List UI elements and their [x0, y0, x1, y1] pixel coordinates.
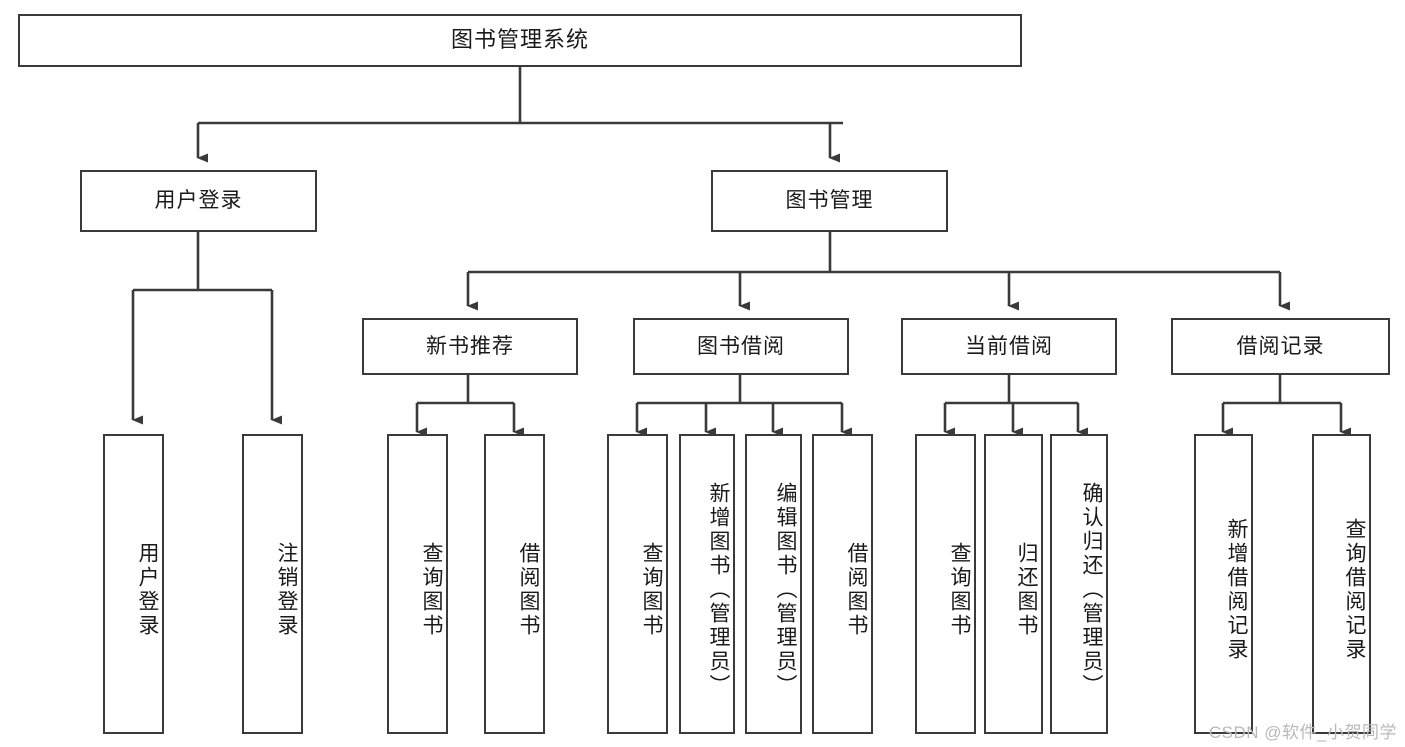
node-label: 新书推荐: [426, 334, 514, 358]
node-label: 查询图书: [948, 542, 971, 638]
leaf-book-borrow-add-book-admin[interactable]: 新增图书（管理员）: [679, 434, 735, 734]
node-label: 确认归还（管理员）: [1080, 482, 1103, 698]
leaf-borrow-record-add-record[interactable]: 新增借阅记录: [1194, 434, 1253, 734]
node-label: 用户登录: [154, 189, 243, 213]
node-label: 查询图书: [640, 542, 663, 638]
node-label: 借阅图书: [517, 542, 540, 638]
node-label: 新增借阅记录: [1225, 518, 1248, 662]
node-label: 当前借阅: [965, 334, 1053, 358]
leaf-current-borrow-return-book[interactable]: 归还图书: [984, 434, 1043, 734]
node-label: 图书管理: [785, 189, 874, 213]
node-label: 新增图书（管理员）: [707, 482, 730, 698]
leaf-current-borrow-query-book[interactable]: 查询图书: [915, 434, 976, 734]
node-label: 借阅图书: [845, 542, 868, 638]
node-user-login[interactable]: 用户登录: [80, 170, 317, 232]
node-borrow-record[interactable]: 借阅记录: [1171, 318, 1390, 375]
node-label: 归还图书: [1015, 542, 1038, 638]
node-label: 用户登录: [136, 542, 159, 638]
node-current-borrow[interactable]: 当前借阅: [901, 318, 1117, 375]
node-book-management[interactable]: 图书管理: [711, 170, 948, 232]
node-label: 借阅记录: [1236, 334, 1325, 358]
leaf-user-login-login[interactable]: 用户登录: [103, 434, 164, 734]
node-label: 图书管理系统: [450, 27, 589, 53]
leaf-book-borrow-borrow-book[interactable]: 借阅图书: [812, 434, 873, 734]
leaf-book-borrow-query-book[interactable]: 查询图书: [607, 434, 668, 734]
leaf-current-borrow-confirm-return-admin[interactable]: 确认归还（管理员）: [1050, 434, 1108, 734]
node-root-book-management-system[interactable]: 图书管理系统: [18, 14, 1022, 67]
leaf-user-login-logout[interactable]: 注销登录: [242, 434, 303, 734]
node-label: 查询图书: [420, 542, 443, 638]
csdn-watermark: CSDN @软件_小贺同学: [1208, 723, 1397, 742]
node-label: 注销登录: [275, 542, 298, 638]
leaf-new-book-borrow-book[interactable]: 借阅图书: [484, 434, 545, 734]
node-book-borrow[interactable]: 图书借阅: [633, 318, 849, 375]
node-label: 编辑图书（管理员）: [774, 482, 797, 698]
node-label: 查询借阅记录: [1343, 518, 1366, 662]
node-new-book-recommend[interactable]: 新书推荐: [362, 318, 578, 375]
leaf-book-borrow-edit-book-admin[interactable]: 编辑图书（管理员）: [745, 434, 802, 734]
node-label: 图书借阅: [697, 334, 785, 358]
leaf-borrow-record-query-record[interactable]: 查询借阅记录: [1312, 434, 1371, 734]
leaf-new-book-query-book[interactable]: 查询图书: [387, 434, 448, 734]
